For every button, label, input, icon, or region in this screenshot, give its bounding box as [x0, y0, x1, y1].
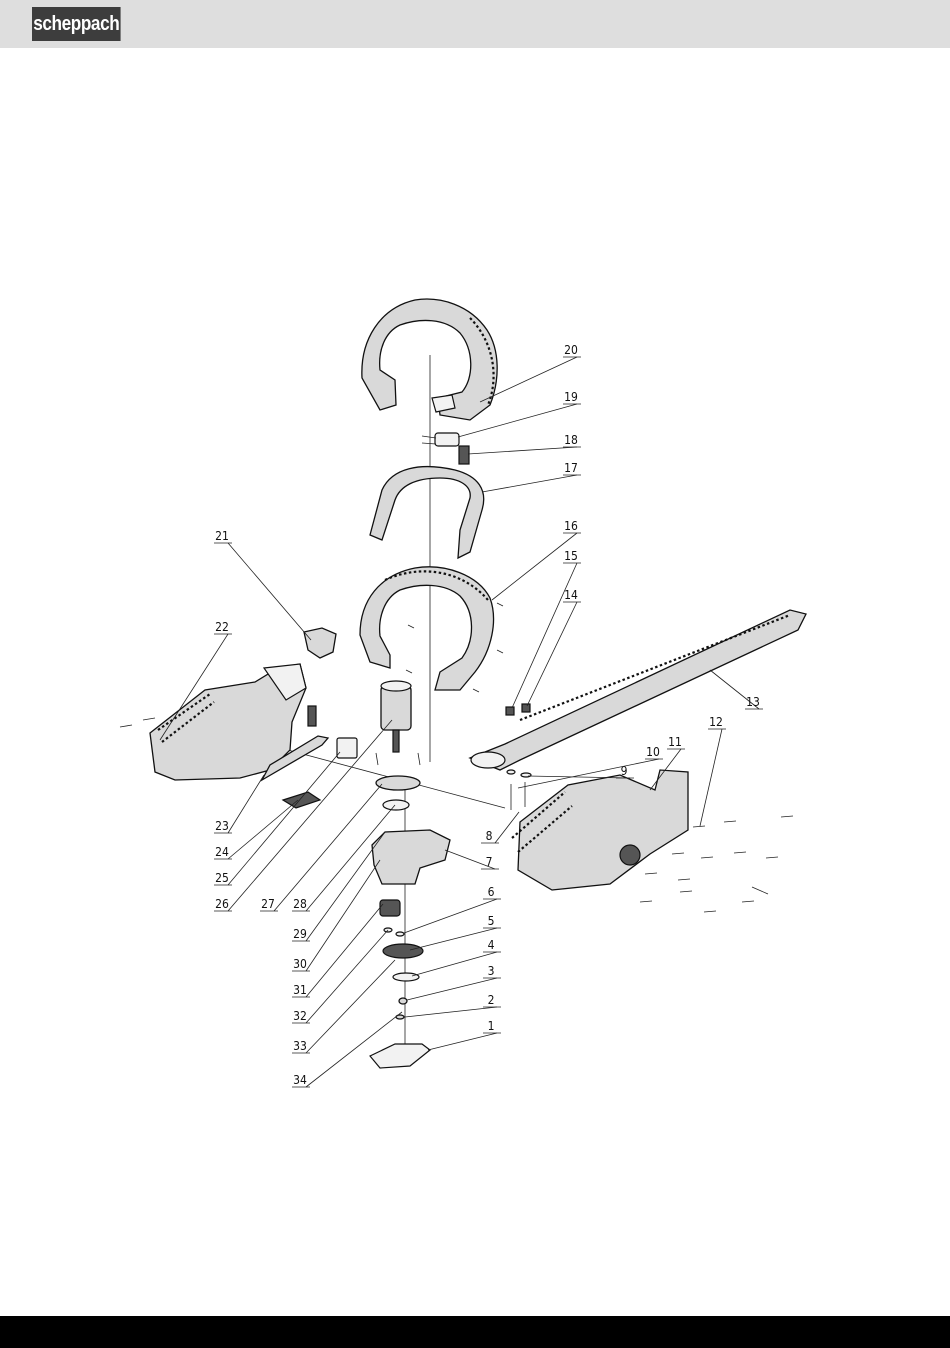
callout-leader [468, 447, 577, 454]
callout-number: 14 [564, 588, 578, 602]
switch-cover [304, 628, 336, 658]
callout-1: 1 [428, 1019, 501, 1050]
callout-leader [412, 952, 497, 976]
callout-number: 16 [564, 519, 578, 533]
callout-leader [306, 860, 380, 971]
handle-housing [360, 567, 494, 690]
callout-23: 23 [214, 775, 264, 833]
callout-12: 12 [700, 715, 726, 826]
callout-number: 26 [215, 897, 229, 911]
callout-14: 14 [527, 588, 581, 706]
callout-number: 32 [293, 1009, 307, 1023]
motor [381, 681, 411, 752]
callout-33: 33 [292, 960, 395, 1053]
switch-module [337, 738, 357, 758]
callout-number: 7 [486, 855, 493, 869]
right-motor-housing [512, 770, 688, 890]
callout-number: 10 [646, 745, 660, 759]
bearing [383, 800, 409, 810]
base-plate [370, 1044, 430, 1068]
callout-leader [512, 563, 577, 708]
gear-wheel [383, 944, 423, 958]
callout-number: 28 [293, 897, 307, 911]
callout-leader [228, 800, 298, 859]
callout-number: 23 [215, 819, 229, 833]
callout-number: 25 [215, 871, 229, 885]
callout-leader [228, 775, 264, 833]
washer [396, 932, 404, 936]
callout-number: 33 [293, 1039, 307, 1053]
switch-element [422, 433, 459, 446]
callout-number: 15 [564, 549, 578, 563]
handle-frame [370, 467, 484, 558]
callout-leader [228, 543, 311, 640]
callout-number: 11 [668, 735, 682, 749]
callout-leader [306, 832, 385, 941]
callout-number: 20 [564, 343, 578, 357]
callout-leader [527, 602, 577, 706]
callout-number: 13 [746, 695, 760, 709]
callout-17: 17 [482, 461, 581, 492]
callout-31: 31 [292, 904, 383, 997]
callout-leader [482, 475, 577, 492]
callout-6: 6 [404, 885, 501, 933]
callout-7: 7 [445, 850, 499, 869]
callout-8: 8 [481, 812, 519, 843]
callout-number: 22 [215, 620, 229, 634]
callout-leader [410, 928, 497, 950]
callout-number: 5 [488, 914, 495, 928]
callout-number: 31 [293, 983, 307, 997]
callout-leader [428, 1033, 497, 1050]
callout-leader [495, 812, 519, 843]
motor-bracket [376, 776, 420, 790]
callout-18: 18 [468, 433, 581, 454]
callout-29: 29 [292, 832, 385, 941]
nut-a [506, 707, 514, 715]
callout-number: 30 [293, 957, 307, 971]
callout-number: 3 [488, 964, 495, 978]
gearbox-housing [372, 830, 450, 884]
callout-number: 1 [488, 1019, 495, 1033]
crank [393, 973, 419, 981]
callout-number: 34 [293, 1073, 307, 1087]
callout-leader [700, 729, 722, 826]
switch-spring [459, 446, 469, 464]
callout-number: 29 [293, 927, 307, 941]
callout-number: 21 [215, 529, 229, 543]
front-handle-grip [362, 299, 497, 420]
pinion [380, 900, 400, 916]
callout-number: 18 [564, 433, 578, 447]
callout-number: 6 [488, 885, 495, 899]
callout-number: 24 [215, 845, 229, 859]
callout-32: 32 [292, 930, 388, 1023]
callout-leader [306, 904, 383, 997]
callout-number: 12 [709, 715, 723, 729]
callout-number: 4 [488, 938, 495, 952]
callout-number: 17 [564, 461, 578, 475]
callout-number: 2 [488, 993, 495, 1007]
callout-number: 27 [261, 897, 275, 911]
callout-leader [306, 930, 388, 1023]
callout-number: 8 [486, 829, 493, 843]
callout-number: 19 [564, 390, 578, 404]
callout-15: 15 [512, 549, 581, 708]
callout-leader [306, 960, 395, 1053]
callout-leader [405, 1007, 497, 1017]
callout-leader [407, 978, 497, 1000]
circuit-board [283, 792, 320, 808]
nut-b [522, 704, 530, 712]
callout-13: 13 [710, 670, 763, 709]
